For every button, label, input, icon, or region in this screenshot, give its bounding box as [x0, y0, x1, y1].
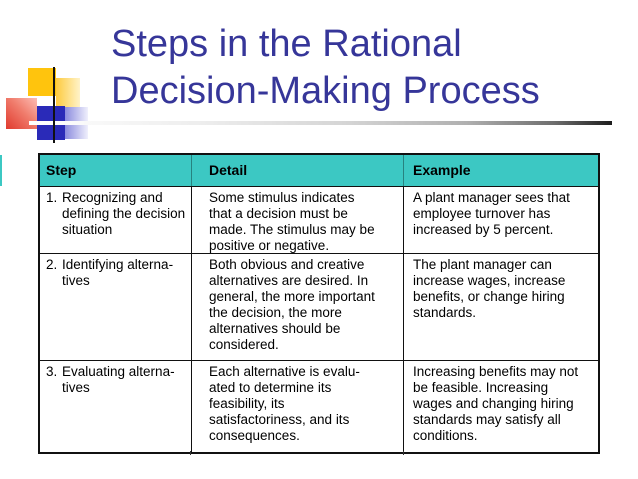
header-cell-step: Step — [40, 155, 192, 186]
step-text: Identifying alterna- tives — [62, 257, 174, 288]
table-row: 3. Evaluating alterna- tives Each altern… — [40, 361, 598, 452]
column-separator-tick — [190, 451, 191, 455]
steps-table: Step Detail Example 1. Recognizing and d… — [38, 153, 600, 454]
step-number: 1. — [46, 190, 58, 205]
example-text: The plant manager can increase wages, in… — [413, 257, 566, 320]
slide-title: Steps in the Rational Decision-Making Pr… — [111, 23, 540, 112]
gold-square-icon — [28, 68, 56, 96]
example-text: Increasing benefits may not be feasible.… — [413, 364, 579, 443]
step-cell: 2. Identifying alterna- tives — [40, 254, 192, 360]
step-text: Recognizing and defining the decision si… — [62, 190, 186, 237]
detail-cell: Some stimulus indicates that a decision … — [192, 187, 404, 253]
header-cell-example: Example — [413, 162, 471, 178]
step-text: Evaluating alterna- tives — [62, 364, 175, 395]
step-cell: 3. Evaluating alterna- tives — [40, 361, 192, 452]
example-cell: Increasing benefits may not be feasible.… — [404, 361, 598, 452]
header-cell-detail: Detail — [192, 155, 404, 186]
example-cell: The plant manager can increase wages, in… — [404, 254, 598, 360]
column-separator-tick — [403, 451, 404, 455]
title-underline-rule — [29, 121, 612, 125]
step-number: 2. — [46, 257, 58, 272]
example-cell: A plant manager sees that employee turno… — [404, 187, 598, 253]
table-header-row: Step Detail Example — [40, 155, 598, 187]
table-row: 2. Identifying alterna- tives Both obvio… — [40, 254, 598, 361]
example-text: A plant manager sees that employee turno… — [413, 190, 570, 237]
left-edge-artifact — [0, 155, 2, 186]
detail-text: Each alternative is evalu- ated to deter… — [209, 364, 360, 443]
step-number: 3. — [46, 364, 58, 379]
table-row: 1. Recognizing and defining the decision… — [40, 187, 598, 254]
detail-cell: Both obvious and creative alternatives a… — [192, 254, 404, 360]
pale-yellow-square-icon — [56, 78, 80, 107]
detail-text: Both obvious and creative alternatives a… — [209, 257, 375, 352]
detail-text: Some stimulus indicates that a decision … — [209, 190, 375, 253]
vertical-accent-line — [53, 67, 55, 143]
step-cell: 1. Recognizing and defining the decision… — [40, 187, 192, 253]
detail-cell: Each alternative is evalu- ated to deter… — [192, 361, 404, 452]
